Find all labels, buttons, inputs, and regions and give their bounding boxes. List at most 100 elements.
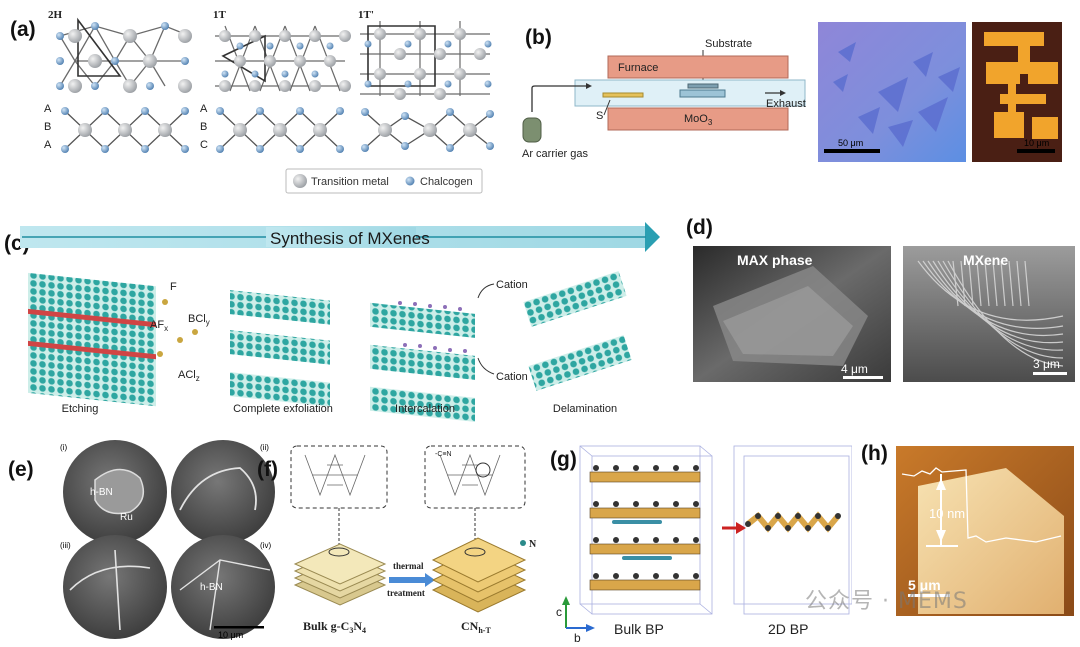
furnace-label: Furnace [618, 62, 658, 74]
side-views: A B A A B C [44, 103, 494, 153]
stack-2h-a1: A [44, 103, 52, 115]
f-ion-label: F [170, 281, 177, 293]
moo3-label: MoO3 [684, 113, 713, 127]
scale-3um: 3 μm [1033, 357, 1060, 371]
n-label: N [529, 539, 537, 550]
panel-b-label: (b) [525, 26, 552, 49]
treatment-label: treatment [387, 588, 425, 598]
legend-chalcogen: Chalcogen [420, 176, 473, 188]
metal-swatch-icon [293, 174, 307, 188]
cyano-label: -C≡N [435, 451, 452, 458]
furnace-bottom [607, 107, 789, 131]
chalcogen-swatch-icon [405, 176, 415, 186]
scale-5um: 5 μm [908, 577, 941, 593]
intercalation-block [370, 301, 475, 422]
stack-1t-b: B [200, 121, 207, 133]
aclz-label: AClz [178, 369, 200, 383]
panel-f-label: (f) [257, 458, 278, 481]
crystal-structure-diagram: 2H 1T 1T' [44, 9, 494, 194]
cvd-furnace-diagram: Substrate Furnace S MoO3 Exhaust Ar carr… [522, 38, 806, 160]
panel-a-label: (a) [10, 18, 36, 41]
substrate-plate [687, 83, 719, 89]
mos2-micrographs: 50 μm 10 μm [818, 22, 1062, 162]
s-label: S [596, 110, 603, 122]
moo3-boat [679, 89, 726, 98]
2d-bp-layer [745, 511, 841, 533]
gas-cylinder-icon [522, 117, 542, 143]
panel-g-label: (g) [550, 448, 577, 471]
bulk-label: Bulk g-C3N4 [303, 619, 366, 635]
nitrogen-dot-icon [520, 540, 526, 546]
cnht-stack [431, 537, 527, 613]
max-phase-title: MAX phase [737, 252, 813, 268]
afx-label: AFx [150, 319, 168, 333]
exfoliation-block [230, 290, 330, 407]
axis-c-label: c [556, 605, 562, 619]
stack-2h-a2: A [44, 139, 52, 151]
synthesis-title: Synthesis of MXenes [270, 229, 430, 248]
sem-disc-ii [171, 440, 275, 544]
2h-top-view: 2H [48, 9, 192, 93]
hbn-sem-grid: (i) h-BN Ru (ii) (iii) (iv) h-BN 10 μm [60, 440, 275, 640]
scale-e: 10 μm [218, 630, 243, 640]
sem-disc-iii [63, 535, 167, 639]
height-label: 10 nm [929, 506, 965, 521]
substrate-label: Substrate [705, 38, 752, 50]
stack-2h-b: B [44, 121, 51, 133]
delamination-sheets [523, 271, 632, 391]
etching-block [28, 272, 156, 407]
panel-d-label: (d) [686, 216, 713, 239]
sulfur-boat [602, 92, 644, 98]
cnht-label: CNh-T [461, 619, 491, 635]
bcly-label: BCly [188, 313, 210, 327]
g-c3n4-diagram: -C≡N thermal treatment N Bulk g-C3N4 CNh… [290, 445, 537, 635]
1t-top-view: 1T [213, 9, 351, 92]
phase-1t-label: 1T [213, 9, 227, 21]
phase-1t-prime-label: 1T' [358, 9, 374, 21]
cation-label-1: Cation [496, 279, 528, 291]
black-phosphorus-diagram: c b Bulk BP 2D BP [556, 445, 852, 643]
bulk-bp-layers [589, 465, 701, 591]
scale-4um: 4 μm [841, 362, 868, 376]
sem-max-mxene: MAX phase 4 μm MXene 3 μm [693, 246, 1075, 382]
mxene-synthesis-diagram: Synthesis of MXenes F AFx BCly AClz Cati… [20, 222, 660, 422]
bulk-structure-box [290, 445, 388, 509]
scale-50um: 50 μm [838, 138, 863, 148]
panel-e-label: (e) [8, 458, 34, 481]
afm-image: 10 nm 5 μm [896, 446, 1074, 616]
scale-10um: 10 μm [1024, 138, 1049, 148]
hbn-label-2: h-BN [200, 582, 223, 593]
stack-1t-a: A [200, 103, 208, 115]
axis-indicator [562, 596, 595, 632]
thermal-label: thermal [393, 561, 424, 571]
furnace-top [607, 55, 789, 79]
step-delamination: Delamination [553, 403, 617, 415]
step-etching: Etching [62, 403, 99, 415]
stack-1t-c: C [200, 139, 208, 151]
1t-prime-top-view: 1T' [358, 9, 492, 100]
phase-2h-label: 2H [48, 9, 63, 21]
mxene-title: MXene [963, 252, 1008, 268]
hbn-label-1: h-BN [90, 487, 113, 498]
cation-label-2: Cation [496, 371, 528, 383]
bulk-bp-label: Bulk BP [614, 621, 664, 637]
axis-b-label: b [574, 631, 581, 643]
mxene-image [903, 246, 1075, 382]
watermark: 公众号 · MEMS [805, 589, 968, 614]
2d-bp-label: 2D BP [768, 621, 808, 637]
legend-metal: Transition metal [311, 176, 389, 188]
panel-h-label: (h) [861, 442, 888, 465]
step-intercalation: Intercalation [395, 403, 455, 415]
arrow-right-icon [736, 522, 746, 534]
step-exfoliation: Complete exfoliation [233, 403, 333, 415]
bulk-stack [293, 543, 387, 606]
sub-i: (i) [60, 443, 67, 452]
sub-iii: (iii) [60, 541, 71, 550]
carrier-gas-label: Ar carrier gas [522, 148, 589, 160]
ru-label: Ru [120, 512, 133, 523]
exhaust-label: Exhaust [766, 98, 806, 110]
sub-ii: (ii) [260, 443, 269, 452]
legend-a: Transition metal Chalcogen [285, 168, 483, 194]
cnht-structure-box [424, 445, 526, 509]
sem-disc-iv [171, 535, 275, 639]
